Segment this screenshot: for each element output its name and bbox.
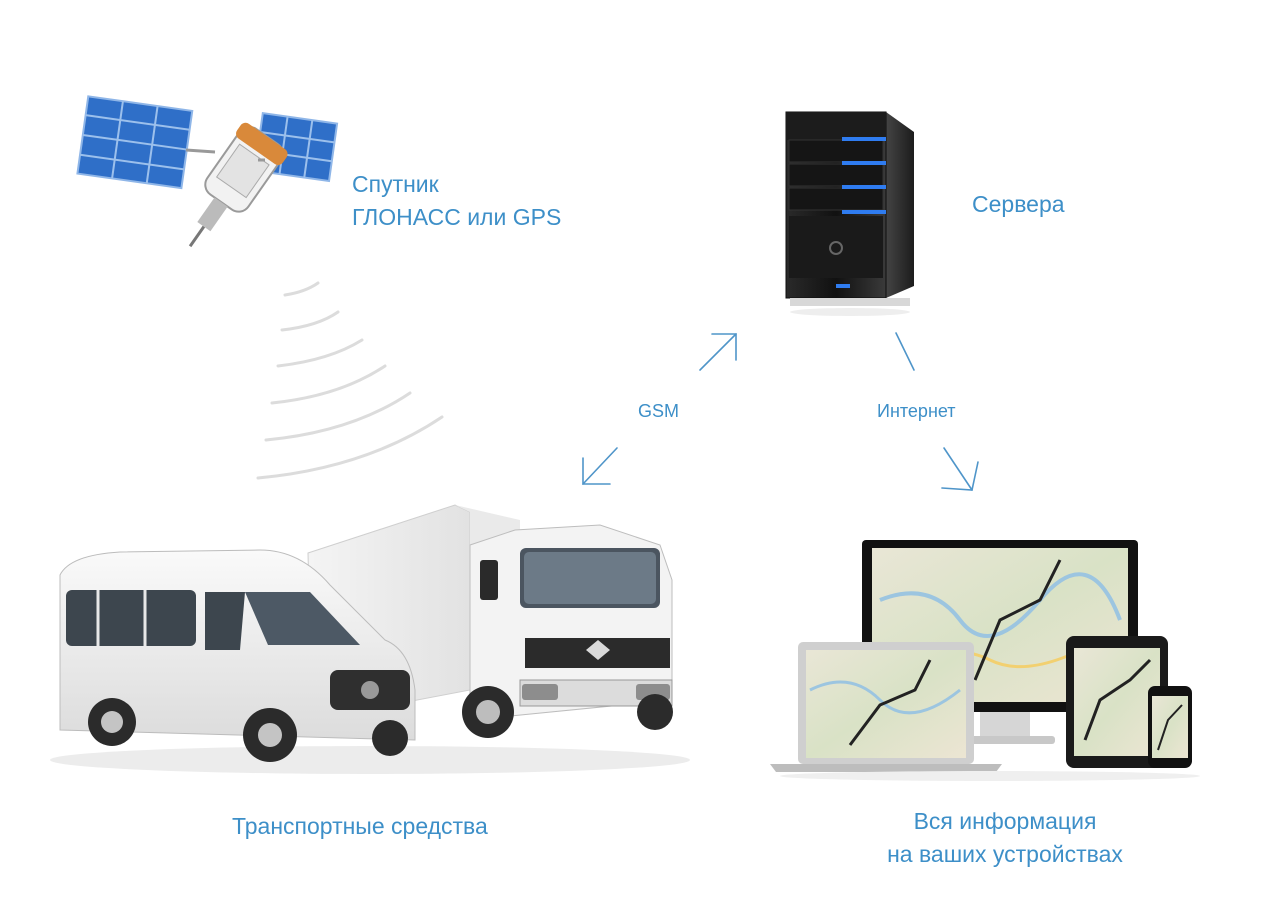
- satellite-icon: [76, 95, 339, 248]
- devices-label: Вся информация на ваших устройствах: [855, 805, 1155, 871]
- servers-label: Сервера: [972, 191, 1065, 217]
- internet-line: [895, 332, 915, 371]
- devices-icon: [770, 540, 1200, 781]
- satellite-label-line-2: ГЛОНАСС или GPS: [352, 204, 562, 230]
- devices-label-line-2: на ваших устройствах: [887, 841, 1123, 867]
- arrow-down-right-icon: [941, 447, 979, 491]
- devices-label-line-1: Вся информация: [913, 808, 1097, 834]
- gsm-label: GSM: [638, 401, 680, 421]
- vehicles-label: Транспортные средства: [232, 813, 488, 839]
- arrow-down-left-icon: [582, 447, 618, 485]
- arrows: [582, 332, 979, 491]
- server-tower-icon: [785, 111, 914, 316]
- satellite-label-line-1: Спутник: [352, 171, 439, 197]
- signal-waves: [256, 281, 444, 480]
- internet-label: Интернет: [877, 401, 956, 421]
- arrow-up-right-icon: [699, 333, 737, 371]
- satellite-label: Спутник ГЛОНАСС или GPS: [352, 168, 561, 234]
- vehicles-icon: [50, 504, 690, 774]
